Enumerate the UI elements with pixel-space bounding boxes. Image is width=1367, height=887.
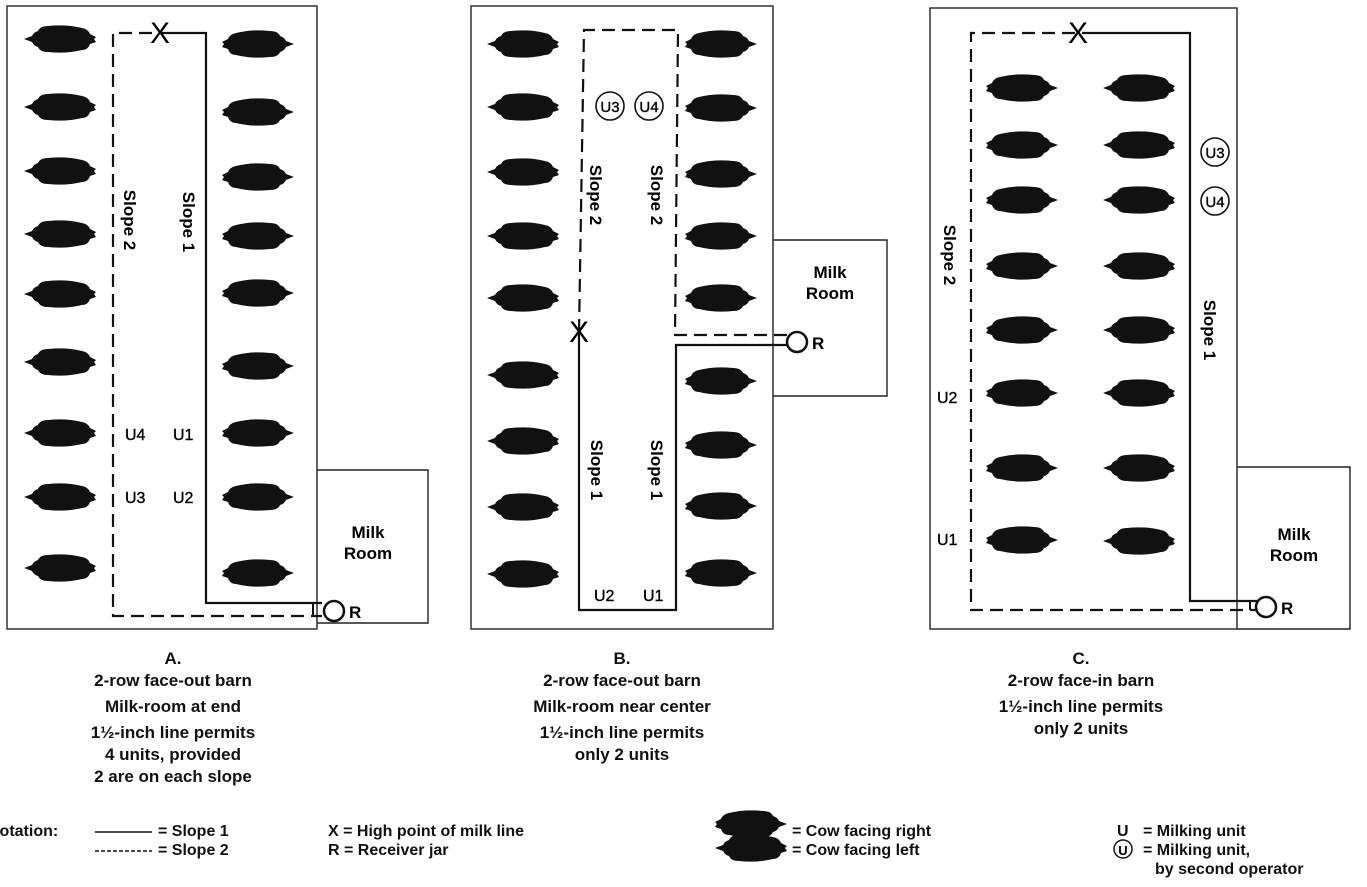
unit-label-c-u2: U2 (937, 390, 958, 407)
unit-circle-b-u4: U4 (634, 91, 664, 121)
receiver-label-a: R (349, 603, 361, 622)
caption-c-line: 1½-inch line permits (998, 697, 1164, 716)
caption-b-letter: B. (613, 649, 631, 668)
cow-row-a-left (24, 25, 96, 582)
caption-a-line: 2 are on each slope (94, 767, 252, 786)
slope1-line-b (577, 332, 794, 612)
high-point-x-a: X (150, 17, 170, 50)
unit-circle-c-u3: U3 (1200, 137, 1230, 167)
cow-row-b-left (487, 30, 559, 588)
unit-label-b-u2: U2 (594, 588, 615, 605)
receiver-label-c: R (1281, 599, 1293, 618)
legend-x-definition: X = High point of milk line (328, 823, 525, 840)
slope-label-c-1: Slope 1 (1200, 300, 1219, 360)
caption-b-line: Milk-room near center (533, 697, 711, 716)
legend-circled-u-icon: U (1113, 839, 1133, 859)
caption-b-line: 2-row face-out barn (543, 671, 701, 690)
cow-row-c-right (1103, 74, 1175, 555)
caption-a-line: 2-row face-out barn (94, 671, 252, 690)
slope-label-c-2: Slope 2 (940, 225, 959, 285)
caption-c-line: 2-row face-in barn (1007, 671, 1155, 690)
legend-slope2-text: = Slope 2 (158, 842, 229, 859)
legend-u2-definition: = Milking unit, (1143, 842, 1251, 859)
legend-r-definition: R = Receiver jar (328, 842, 449, 859)
caption-a: A. 2-row face-out barn Milk-room at end … (58, 648, 288, 788)
legend-graphics: U (95, 810, 1133, 862)
barn-outline-c (929, 7, 1238, 630)
receiver-jar-a (322, 599, 346, 623)
milk-room-outline-b (773, 239, 888, 397)
slope2-line-b (577, 28, 794, 337)
cow-row-b-right (685, 30, 757, 586)
receiver-jar-c (1254, 595, 1278, 619)
unit-label-a-u2: U2 (173, 490, 194, 507)
legend-cow-left-icon (715, 834, 787, 862)
slope-label-b-2-left: Slope 2 (586, 165, 605, 225)
milk-room-outline-c (1237, 466, 1351, 630)
cow-row-a-right (222, 30, 294, 586)
svg-text:U4: U4 (1205, 194, 1224, 211)
legend-notation-label: Notation: (0, 823, 59, 840)
slope1-line-a (160, 31, 322, 605)
slope2-line-c (969, 31, 1260, 612)
unit-label-c-u1: U1 (937, 532, 958, 549)
slope-label-a-1: Slope 1 (179, 192, 198, 252)
caption-b-line: 1½-inch line permits (539, 723, 705, 742)
barn-outline-b (470, 5, 774, 630)
svg-text:U3: U3 (1205, 145, 1224, 162)
cow-row-c-left (986, 74, 1058, 553)
receiver-label-b: R (812, 334, 824, 353)
caption-a-line: Milk-room at end (104, 697, 241, 716)
caption-c-line: only 2 units (1033, 719, 1129, 738)
high-point-x-c: X (1068, 17, 1088, 50)
caption-a-line: 4 units, provided (104, 745, 242, 764)
unit-label-a-u3: U3 (125, 490, 146, 507)
caption-b: B. 2-row face-out barn Milk-room near ce… (502, 648, 742, 766)
legend-u-definition: = Milking unit (1143, 823, 1246, 840)
caption-a-letter: A. (164, 649, 182, 668)
high-point-x-b: X (569, 316, 589, 349)
unit-label-a-u1: U1 (173, 427, 194, 444)
legend-cow-right-text: = Cow facing right (792, 823, 932, 840)
unit-label-a-u4: U4 (125, 427, 146, 444)
caption-b-line: only 2 units (574, 745, 670, 764)
milk-room-outline-a (317, 469, 429, 624)
slope-label-b-1-left: Slope 1 (587, 440, 606, 500)
caption-c: C. 2-row face-in barn 1½-inch line permi… (966, 648, 1196, 740)
caption-c-letter: C. (1072, 649, 1090, 668)
caption-a-line: 1½-inch line permits (90, 723, 256, 742)
legend-slope1-text: = Slope 1 (158, 823, 229, 840)
unit-circle-c-u4: U4 (1200, 186, 1230, 216)
svg-text:U: U (1118, 843, 1127, 858)
slope1-line-c (1082, 31, 1260, 603)
svg-text:U4: U4 (639, 99, 658, 116)
slope-label-b-1-right: Slope 1 (647, 440, 666, 500)
legend-u-symbol: U (1117, 823, 1129, 840)
slope-label-a-2: Slope 2 (120, 190, 139, 250)
receiver-jar-b (785, 330, 809, 354)
legend-cow-right-icon (715, 810, 787, 837)
legend-u2-definition-line2: by second operator (1155, 861, 1304, 878)
slope-label-b-2-right: Slope 2 (647, 165, 666, 225)
barn-outline-a (6, 5, 318, 630)
legend-cow-left-text: = Cow facing left (792, 842, 920, 859)
unit-label-b-u1: U1 (643, 588, 664, 605)
slope2-line-a (111, 31, 322, 618)
svg-text:U3: U3 (600, 99, 619, 116)
unit-circle-b-u3: U3 (595, 91, 625, 121)
